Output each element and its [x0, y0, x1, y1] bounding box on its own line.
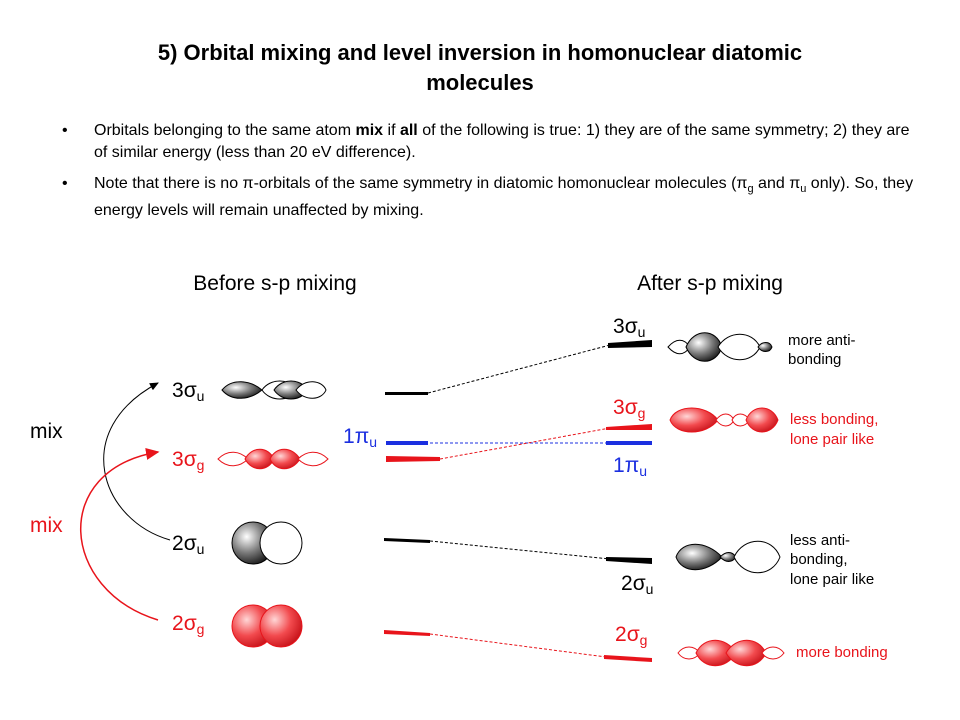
bullet2-text-b: -orbitals of the same symmetry in diatom…: [253, 175, 737, 192]
bullet-item-2: • Note that there is no π-orbitals of th…: [62, 173, 922, 222]
mix-label-red: mix: [30, 514, 63, 537]
bullet2-pi-g: π: [736, 175, 748, 192]
title-line-1: 5) Orbital mixing and level inversion in…: [157, 40, 803, 65]
desc-2su-line1: less anti-: [790, 532, 850, 549]
bullet2-sub-g: g: [747, 183, 754, 196]
orbital-after-2su: [675, 540, 781, 574]
level-before-2sg: [384, 630, 430, 636]
corr-3su: [427, 344, 611, 394]
desc-3sg-line1: less bonding,: [790, 411, 878, 428]
desc-3sg: less bonding, lone pair like: [790, 411, 878, 448]
bullet1-text-c: if: [383, 122, 400, 139]
mix-label-black: mix: [30, 420, 63, 443]
label-after-1pu: 1πu: [613, 454, 647, 479]
orbital-before-3sg: [217, 448, 329, 470]
orbital-after-3su: [667, 332, 773, 362]
after-heading: After s-p mixing: [637, 272, 783, 295]
bullet-item-1: • Orbitals belonging to the same atom mi…: [62, 120, 922, 164]
label-after-3sg: 3σg: [613, 396, 645, 421]
orbital-after-3sg: [669, 407, 779, 433]
bullet-marker: •: [62, 175, 68, 192]
bullet2-sub-u: u: [800, 183, 807, 196]
level-before-2su: [384, 538, 430, 543]
mix-arrow-black: [103, 382, 171, 541]
desc-3su-line1: more anti-: [788, 332, 856, 349]
bullet2-text-c: only). So, they energy levels will remai…: [94, 175, 914, 220]
level-after-1pu: [606, 441, 652, 445]
level-before-3sg: [386, 456, 440, 462]
before-heading: Before s-p mixing: [193, 272, 356, 295]
level-before-1pu: [386, 441, 428, 445]
corr-2sg: [429, 633, 607, 658]
desc-3su-line2: bonding: [788, 351, 841, 368]
desc-2su-line3: lone pair like: [790, 571, 874, 588]
desc-2su-line2: bonding,: [790, 551, 848, 568]
orbital-before-3su: [221, 380, 327, 400]
bullet2-pi: π: [242, 175, 254, 192]
level-after-2sg: [604, 655, 652, 662]
level-before-3su: [385, 392, 428, 395]
desc-2sg-line1: more bonding: [796, 644, 888, 661]
label-before-2su: 2σu: [172, 532, 204, 557]
mix-arrow-red: [80, 448, 160, 621]
label-after-3su: 3σu: [613, 315, 645, 340]
title-line-2: molecules: [426, 70, 534, 95]
corr-2su: [429, 540, 611, 560]
bullet2-pi-u: π: [789, 175, 801, 192]
label-after-2sg: 2σg: [615, 623, 647, 648]
bullet1-text-a: Orbitals belonging to the same atom: [94, 122, 356, 139]
label-before-1pu: 1πu: [343, 425, 377, 450]
desc-3su: more anti- bonding: [788, 332, 856, 368]
orbital-before-2su: [231, 521, 303, 565]
page-title: 5) Orbital mixing and level inversion in…: [60, 38, 900, 98]
label-before-3su: 3σu: [172, 379, 204, 404]
bullet-list: • Orbitals belonging to the same atom mi…: [62, 120, 922, 231]
label-before-3sg: 3σg: [172, 448, 204, 473]
bullet1-bold-mix: mix: [355, 122, 384, 139]
orbital-before-2sg: [231, 604, 303, 648]
desc-2su: less anti- bonding, lone pair like: [790, 532, 874, 588]
bullet2-text-a: Note that there is no: [94, 175, 243, 192]
orbital-after-2sg: [677, 639, 785, 667]
bullet1-bold-all: all: [399, 122, 418, 139]
desc-3sg-line2: lone pair like: [790, 431, 874, 448]
desc-2sg: more bonding: [796, 644, 888, 661]
label-after-2su: 2σu: [621, 572, 653, 597]
level-after-2su: [606, 557, 652, 564]
level-after-3sg: [606, 424, 652, 430]
bullet-marker: •: [62, 122, 68, 139]
bullet2-and: and: [753, 175, 790, 192]
bullet1-text-e: of the following is true: 1) they are of…: [94, 122, 910, 161]
corr-3sg: [439, 427, 611, 460]
level-after-3su: [608, 340, 652, 348]
label-before-2sg: 2σg: [172, 612, 204, 637]
